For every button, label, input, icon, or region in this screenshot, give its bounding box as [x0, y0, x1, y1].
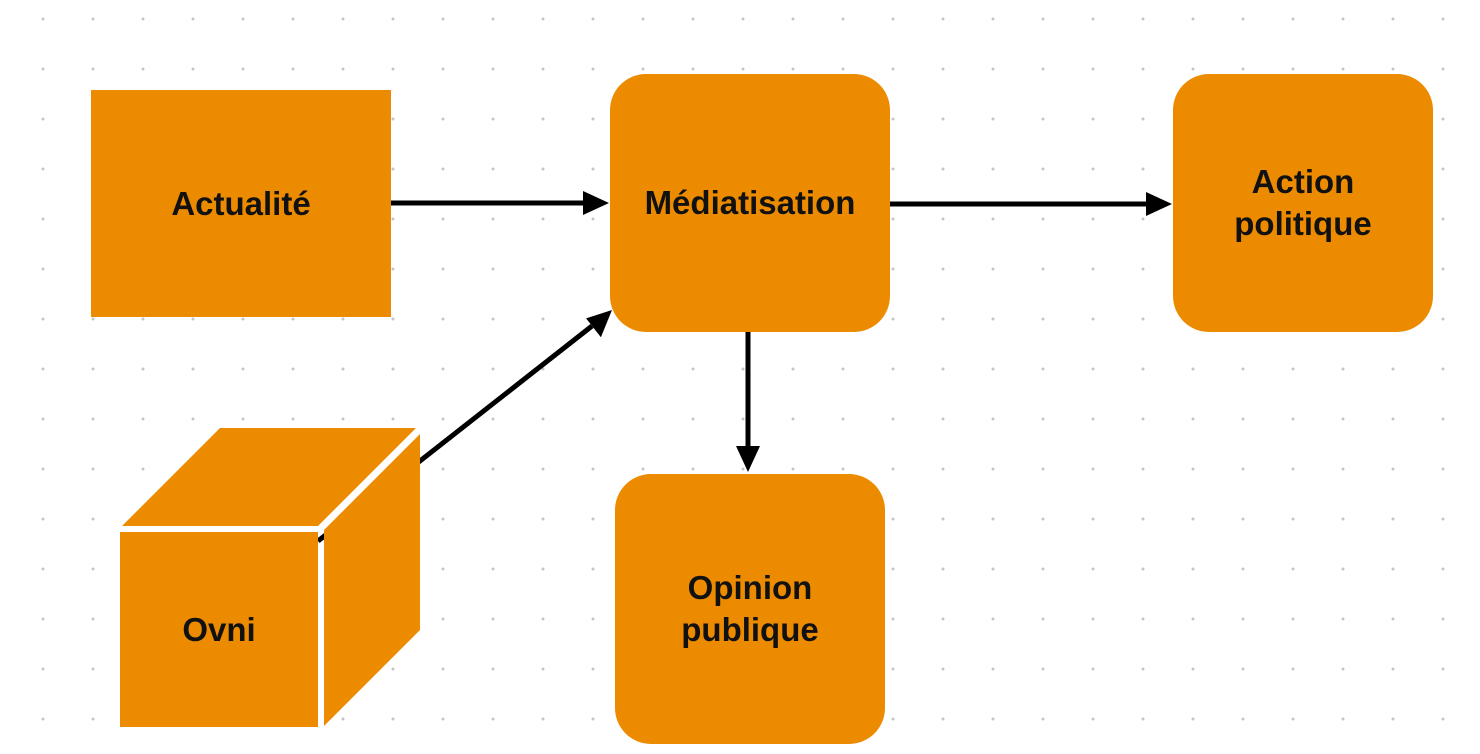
edge-mediatisation-to-action-politique[interactable]: [890, 192, 1172, 216]
edge-actualite-to-mediatisation[interactable]: [391, 191, 609, 215]
cube-top-face: [122, 428, 416, 526]
edge-mediatisation-to-opinion-publique[interactable]: [736, 332, 760, 472]
node-actualite[interactable]: Actualité: [91, 90, 391, 317]
node-action-politique[interactable]: Action politique: [1173, 74, 1433, 332]
node-opinion-publique-label: Opinion publique: [681, 569, 819, 648]
node-mediatisation[interactable]: Médiatisation: [610, 74, 890, 332]
node-mediatisation-label: Médiatisation: [644, 184, 856, 221]
node-action-politique-label: Action politique: [1234, 163, 1372, 242]
cube-side-face: [324, 434, 420, 726]
node-ovni-cube[interactable]: [118, 427, 423, 729]
cube-front-face: [120, 532, 318, 727]
node-actualite-label: Actualité: [171, 184, 311, 222]
node-ovni-label: Ovni: [182, 610, 256, 648]
node-opinion-publique[interactable]: Opinion publique: [615, 474, 885, 744]
